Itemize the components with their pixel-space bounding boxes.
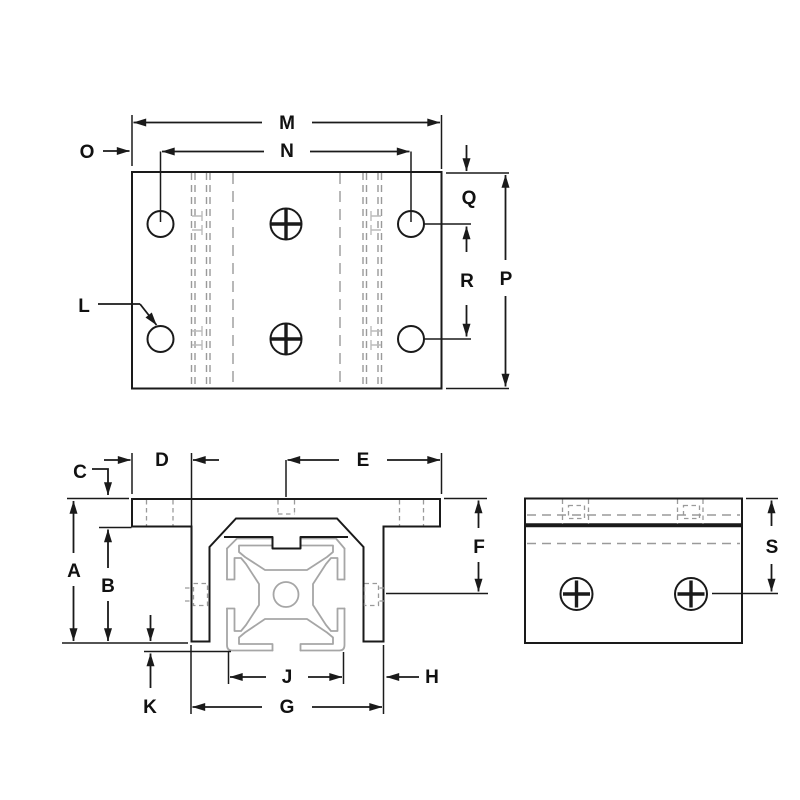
dim-label-b: B bbox=[101, 576, 115, 597]
dim-label-a: A bbox=[67, 561, 81, 582]
top-view: M N O L Q R bbox=[78, 113, 513, 390]
dim-label-k: K bbox=[143, 697, 157, 718]
mount-hole bbox=[146, 325, 175, 353]
dim-M: M bbox=[131, 113, 443, 169]
dim-label-g: G bbox=[280, 697, 295, 718]
dim-F: F bbox=[386, 497, 488, 595]
dim-S: S bbox=[712, 497, 779, 595]
dim-C: C bbox=[73, 462, 112, 496]
hidden-tnut-marks bbox=[192, 211, 381, 350]
mount-hole bbox=[397, 325, 425, 353]
hidden-holes bbox=[145, 500, 425, 607]
dim-label-f: F bbox=[473, 537, 485, 558]
dim-label-d: D bbox=[155, 450, 169, 471]
dim-N: N bbox=[159, 141, 412, 222]
dim-label-o: O bbox=[80, 142, 95, 163]
center-access-holes bbox=[269, 207, 303, 356]
carriage-outline bbox=[131, 498, 441, 643]
dim-B: B bbox=[99, 526, 132, 642]
dim-label-p: P bbox=[500, 269, 513, 290]
dim-H: H bbox=[386, 667, 439, 688]
dim-J: J bbox=[227, 652, 345, 688]
dim-label-e: E bbox=[357, 450, 370, 471]
dim-label-c: C bbox=[73, 462, 87, 483]
extrusion-center-bore bbox=[272, 581, 300, 608]
dim-label-r: R bbox=[460, 271, 474, 292]
side-view: S bbox=[524, 497, 779, 644]
dim-label-n: N bbox=[280, 141, 294, 162]
dim-label-s: S bbox=[766, 537, 779, 558]
top-view-body bbox=[131, 171, 443, 390]
side-view-body bbox=[524, 497, 743, 644]
dim-label-h: H bbox=[425, 667, 439, 688]
hidden-tnuts bbox=[561, 499, 704, 524]
dim-A: A bbox=[62, 497, 188, 644]
dim-K: K bbox=[143, 615, 231, 718]
dim-QRP: Q R P bbox=[424, 145, 513, 390]
dim-E: E bbox=[285, 450, 443, 497]
extrusion-profile bbox=[226, 537, 346, 652]
dim-label-l: L bbox=[78, 296, 90, 317]
dim-O: O bbox=[80, 142, 130, 163]
hidden-lines bbox=[527, 514, 740, 545]
side-access-holes bbox=[559, 577, 708, 611]
dim-label-j: J bbox=[282, 667, 293, 688]
front-section-view: D E C A B bbox=[62, 450, 488, 718]
leader-L: L bbox=[78, 296, 158, 326]
dim-G: G bbox=[190, 645, 385, 718]
carriage-key-tab bbox=[224, 536, 348, 550]
dim-label-q: Q bbox=[462, 188, 477, 209]
dim-label-m: M bbox=[279, 113, 295, 134]
dim-D: D bbox=[104, 450, 219, 526]
